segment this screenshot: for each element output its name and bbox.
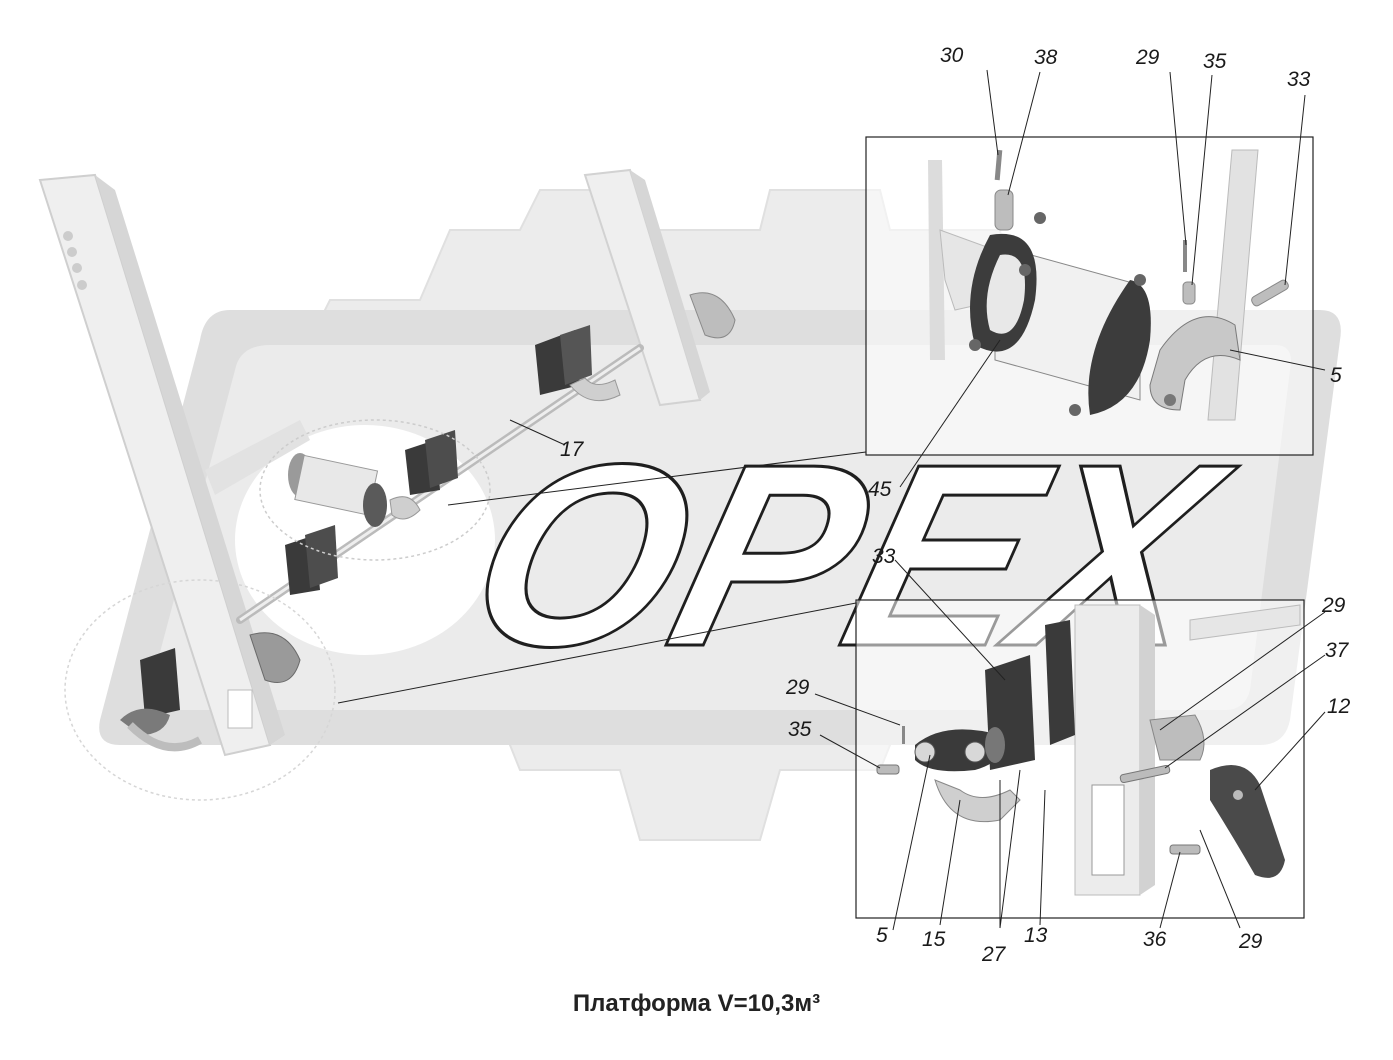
callout-29: 29	[1135, 46, 1160, 69]
callout-29-left: 29	[785, 676, 810, 699]
callout-27: 27	[981, 943, 1007, 966]
leader-lines	[337, 69, 1326, 931]
cylinder-45	[969, 212, 1151, 416]
callout-37: 37	[1325, 639, 1350, 662]
callout-5-lower: 5	[876, 924, 888, 947]
callout-33-lower: 33	[872, 545, 896, 568]
lower-clamp-plate	[140, 648, 180, 718]
callout-labels: 30 38 29 35 33 5 17 45 33 29 37 29 12 35…	[560, 44, 1351, 966]
latch-12	[1210, 765, 1285, 878]
callout-30: 30	[940, 44, 964, 67]
callout-35-left: 35	[788, 718, 812, 741]
callout-45: 45	[868, 478, 892, 501]
zoom-ring-upper	[259, 419, 491, 561]
right-post-side	[630, 170, 710, 400]
zoom-ring-lower	[64, 579, 336, 801]
callout-12: 12	[1327, 695, 1351, 718]
callout-35: 35	[1203, 50, 1227, 73]
mini-cylinder	[288, 453, 387, 527]
inset-lower	[855, 599, 1305, 919]
upper-latch	[689, 292, 736, 339]
callout-29-lower: 29	[1321, 594, 1346, 617]
left-bracket-arm	[205, 420, 310, 495]
callout-13: 13	[1024, 924, 1048, 947]
callout-29-bottom: 29	[1238, 930, 1263, 953]
callout-15: 15	[922, 928, 946, 951]
lower-inset-plate-b	[1045, 620, 1075, 745]
inset-upper	[865, 136, 1314, 456]
lower-latch	[249, 632, 301, 683]
callout-33: 33	[1287, 68, 1311, 91]
main-assembly	[38, 168, 736, 801]
diagram-caption: Платформа V=10,3м³	[572, 990, 821, 1017]
callout-36: 36	[1143, 928, 1167, 951]
bracket-5-upper	[1149, 316, 1241, 411]
callout-17: 17	[560, 438, 585, 461]
callout-38: 38	[1034, 46, 1058, 69]
callout-5: 5	[1330, 364, 1342, 387]
upper-clamp-hook	[569, 377, 621, 402]
hook-15	[934, 779, 1021, 823]
left-post-side	[95, 175, 285, 745]
